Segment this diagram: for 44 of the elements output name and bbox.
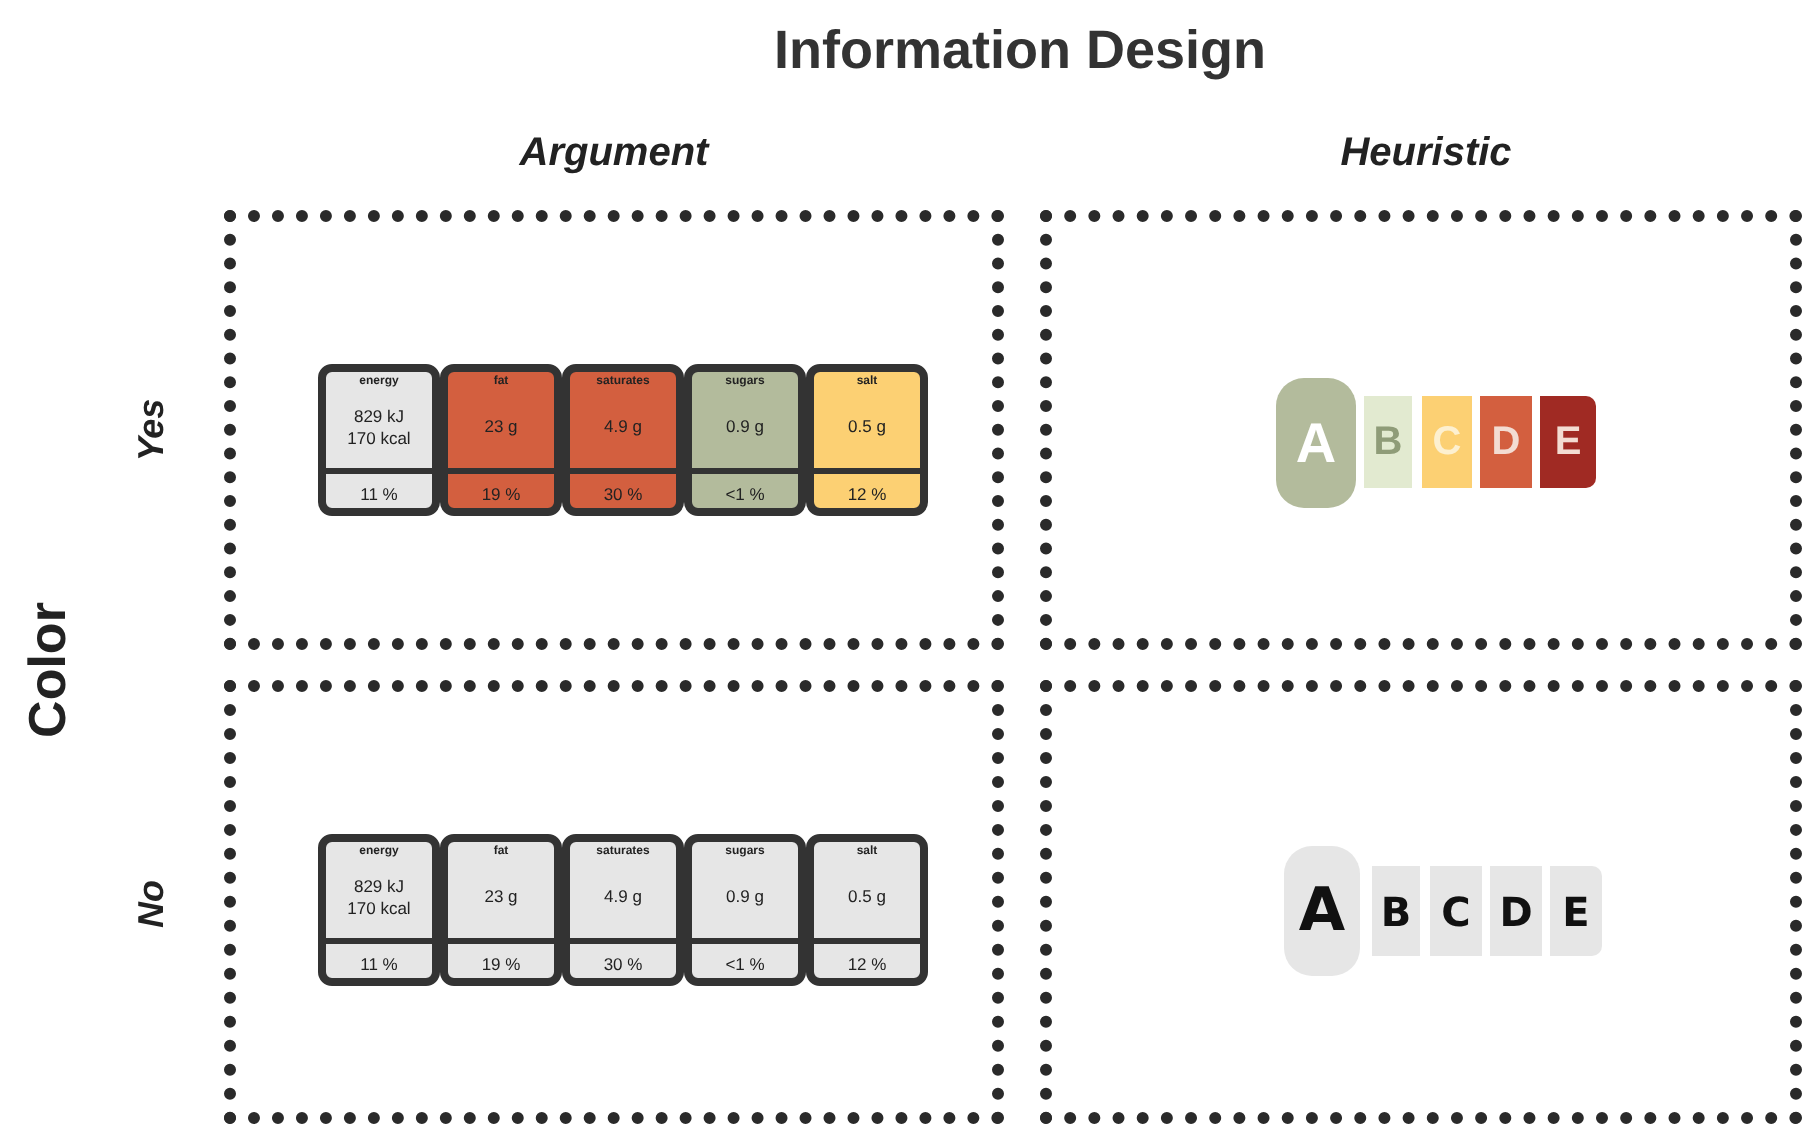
dotted-panel xyxy=(1040,210,1802,650)
grade-letter: C xyxy=(1422,396,1472,488)
nutrient-column xyxy=(806,364,928,516)
dotted-panel xyxy=(224,680,1004,1124)
nutrient-amount: 0.9 g xyxy=(726,414,764,441)
daily-percentage: 19 % xyxy=(448,468,554,508)
nutrient-column xyxy=(318,834,440,986)
nutrient-amount: 4.9 g xyxy=(604,414,642,441)
daily-percentage: 19 % xyxy=(448,938,554,978)
column-heading: Heuristic xyxy=(1340,131,1512,177)
grade-letter: A xyxy=(1284,846,1360,976)
daily-percentage: 11 % xyxy=(326,468,432,508)
nutrient-column xyxy=(806,834,928,986)
daily-percentage: 12 % xyxy=(814,468,920,508)
daily-percentage: 30 % xyxy=(570,938,676,978)
dotted-panel xyxy=(1040,680,1802,1124)
nutrient-amount: 23 g xyxy=(484,414,518,441)
row-heading: No xyxy=(131,880,173,928)
nutrient-amount: 4.9 g xyxy=(604,884,642,911)
grade-letter: B xyxy=(1364,396,1412,488)
row-axis-title: Color xyxy=(17,602,79,738)
grade-letter: E xyxy=(1540,396,1596,488)
nutrient-amount: 23 g xyxy=(484,884,518,911)
daily-percentage: <1 % xyxy=(692,468,798,508)
grade-letter: B xyxy=(1372,866,1420,956)
column-heading: Argument xyxy=(519,131,709,177)
grade-letter: C xyxy=(1430,866,1482,956)
grade-letter: A xyxy=(1276,378,1356,508)
nutrient-amount: 0.9 g xyxy=(726,884,764,911)
nutrient-column xyxy=(318,364,440,516)
dotted-panel xyxy=(224,210,1004,650)
row-heading: Yes xyxy=(131,398,173,462)
daily-percentage: 11 % xyxy=(326,938,432,978)
daily-percentage: <1 % xyxy=(692,938,798,978)
daily-percentage: 12 % xyxy=(814,938,920,978)
nutrient-amount: 829 kJ 170 kcal xyxy=(345,873,413,922)
daily-percentage: 30 % xyxy=(570,468,676,508)
grade-letter: D xyxy=(1480,396,1532,488)
grade-letter: E xyxy=(1550,866,1602,956)
nutrient-amount: 0.5 g xyxy=(848,414,886,441)
nutrient-amount: 829 kJ 170 kcal xyxy=(345,403,413,452)
grade-letter: D xyxy=(1490,866,1542,956)
nutrient-amount: 0.5 g xyxy=(848,884,886,911)
diagram-title: Information Design xyxy=(771,20,1268,82)
